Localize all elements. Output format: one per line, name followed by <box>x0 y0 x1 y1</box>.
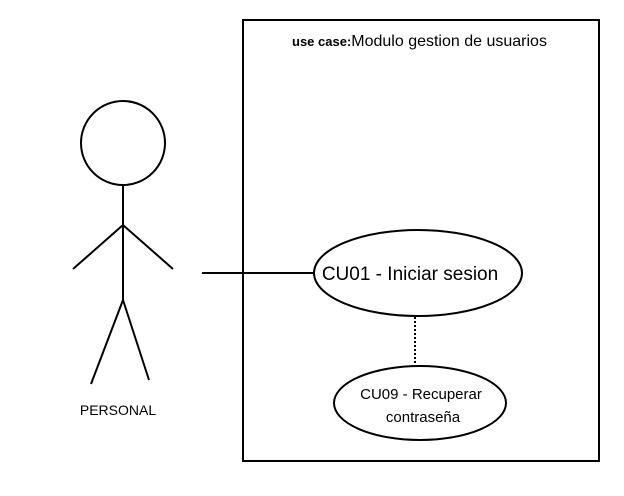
use-case-cu09-label-line1: CU09 - Recuperar <box>360 386 482 403</box>
actor-head <box>80 100 166 186</box>
actor-left-arm <box>72 224 124 270</box>
actor-left-leg <box>90 299 124 385</box>
use-case-cu09-label-line2: contraseña <box>386 409 461 426</box>
use-case-cu01-ellipse <box>313 229 523 317</box>
system-title: use case:Modulo gestion de usuarios <box>292 33 547 50</box>
use-case-cu09-ellipse <box>333 365 507 441</box>
use-case-cu01: CU01 - Iniciar sesion <box>313 229 523 317</box>
actor-right-arm <box>122 224 174 270</box>
actor-label: PERSONAL <box>80 402 156 418</box>
use-case-cu01-label: CU01 - Iniciar sesion <box>322 264 498 285</box>
system-name: Modulo gestion de usuarios <box>351 33 547 50</box>
system-stereotype: use case: <box>292 34 351 49</box>
actor-right-leg <box>122 299 150 381</box>
use-case-cu09: CU09 - Recuperar contraseña <box>333 365 507 441</box>
actor-personal: PERSONAL <box>72 100 174 418</box>
